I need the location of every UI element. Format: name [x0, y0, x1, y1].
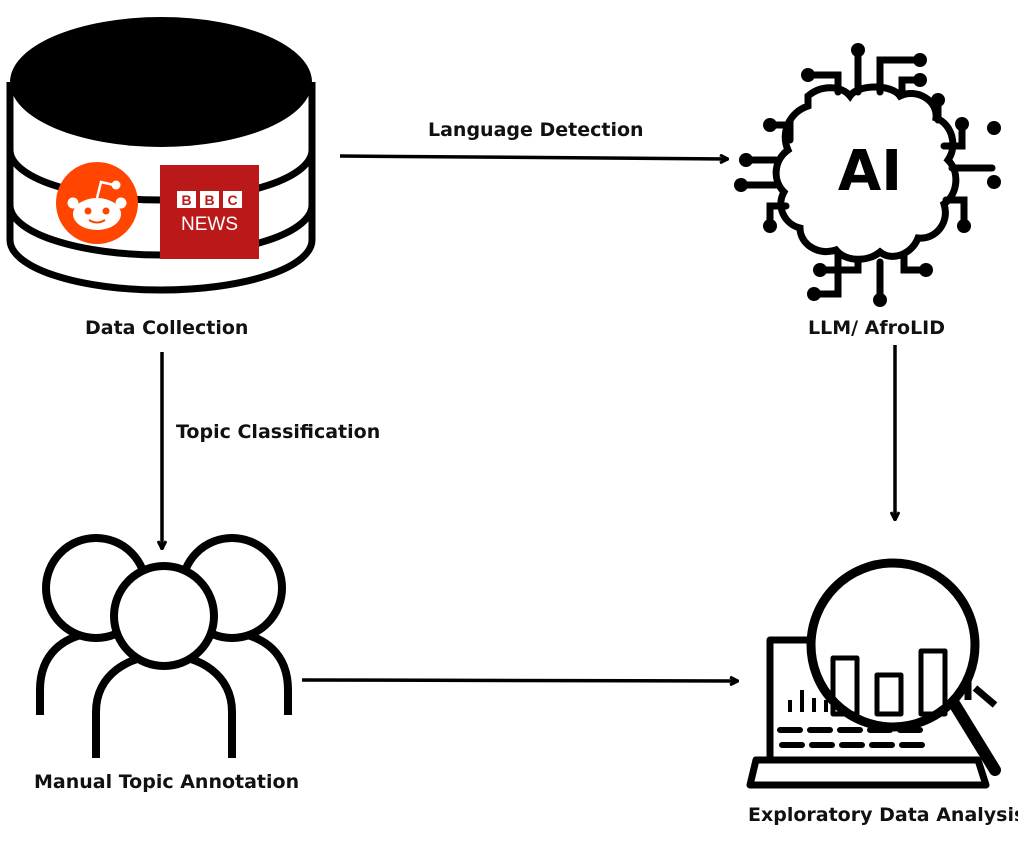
exploratory-data-analysis-label: Exploratory Data Analysis	[748, 804, 1018, 826]
llm-afrolid-label: LLM/ AfroLID	[808, 317, 946, 339]
ai-brain-icon	[741, 51, 996, 300]
ai-text: AI	[838, 139, 902, 204]
bbc-news-logo: B B C NEWS	[160, 165, 259, 259]
bbc-letter-b2: B	[204, 192, 214, 208]
people-group-icon	[36, 534, 292, 758]
topic-classification-edge-label: Topic Classification	[176, 421, 381, 443]
bbc-letter-b1: B	[181, 192, 191, 208]
bbc-news-word: NEWS	[181, 214, 238, 235]
laptop-magnifier-chart-icon	[746, 558, 1001, 789]
manual-topic-annotation-label: Manual Topic Annotation	[34, 771, 300, 793]
data-collection-label: Data Collection	[85, 317, 249, 339]
arrow-language-detection	[339, 156, 728, 159]
ai-brain-pins	[734, 43, 1001, 307]
reddit-logo-icon	[56, 162, 138, 244]
arrow-annotation-to-eda	[301, 680, 738, 681]
language-detection-edge-label: Language Detection	[428, 119, 644, 141]
bbc-letter-c: C	[227, 192, 237, 208]
